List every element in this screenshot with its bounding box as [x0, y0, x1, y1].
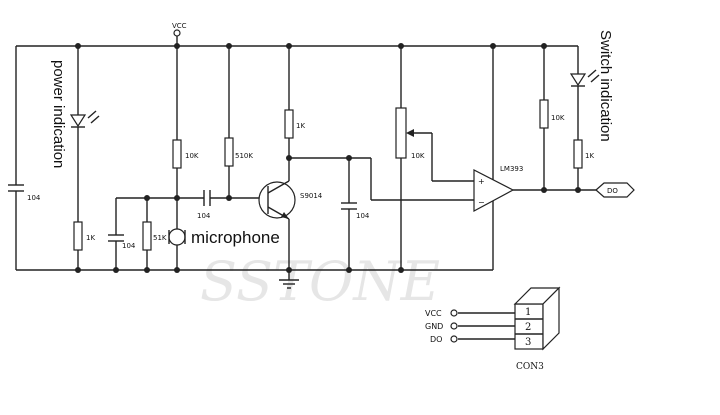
connector-pin-number: 1: [525, 307, 531, 318]
connector-pin-signal: VCC: [425, 309, 442, 318]
watermark-text: SSTONE: [200, 250, 440, 313]
connector-pin-signal: GND: [425, 322, 443, 331]
ground-icon: [279, 279, 299, 289]
output-do-label: DO: [607, 187, 618, 195]
potentiometer-10k: 10K: [395, 46, 474, 270]
comparator-label: LM393: [500, 165, 523, 173]
resistor-pullup: 10K: [539, 46, 565, 190]
vcc-top-label: VCC: [172, 22, 187, 30]
resistor-pullup-value: 10K: [551, 114, 565, 122]
resistor-510k-value: 510K: [235, 152, 253, 160]
connector-con3: 1 2 3 VCC GND DO CON3: [425, 286, 561, 372]
connector-pin-number: 2: [525, 322, 531, 333]
microphone-icon: [168, 228, 186, 246]
capacitor-bias-value: 104: [122, 242, 136, 250]
resistor-10k-bias: 10K: [172, 46, 199, 270]
potentiometer-value: 10K: [411, 152, 425, 160]
collector-net: 104: [289, 157, 474, 270]
power-led-branch: 1K: [69, 46, 100, 270]
transistor-label: S9014: [300, 192, 323, 200]
capacitor-left-value: 104: [27, 194, 41, 202]
connector-pin-number: 3: [525, 337, 531, 348]
switch-led-resistor-value: 1K: [585, 152, 594, 160]
capacitor-left: 104: [8, 46, 41, 270]
microphone-label: microphone: [191, 228, 280, 247]
resistor-10k-bias-value: 10K: [185, 152, 199, 160]
switch-indication-label: Switch indication: [597, 30, 614, 142]
comparator-lm393: + − LM393: [473, 46, 596, 270]
switch-led-branch: 1K: [569, 46, 600, 190]
power-indication-label: power indication: [50, 60, 67, 168]
svg-text:−: −: [478, 198, 485, 207]
power-led-resistor-value: 1K: [86, 234, 95, 242]
connector-pin-signal: DO: [430, 335, 442, 344]
do-output-tag: DO: [595, 182, 635, 198]
vcc-terminal: VCC: [172, 22, 187, 46]
resistor-51k-value: 51K: [153, 234, 167, 242]
connector-label: CON3: [516, 362, 544, 372]
capacitor-coupling-value: 104: [197, 212, 211, 220]
mic-network: 104 104 51K: [108, 190, 268, 270]
svg-text:+: +: [478, 177, 485, 186]
capacitor-filter-value: 104: [356, 212, 370, 220]
junction-dots: [75, 43, 581, 273]
resistor-collector: 1K: [284, 46, 305, 158]
resistor-510k: 510K: [224, 46, 253, 198]
resistor-collector-value: 1K: [296, 122, 305, 130]
